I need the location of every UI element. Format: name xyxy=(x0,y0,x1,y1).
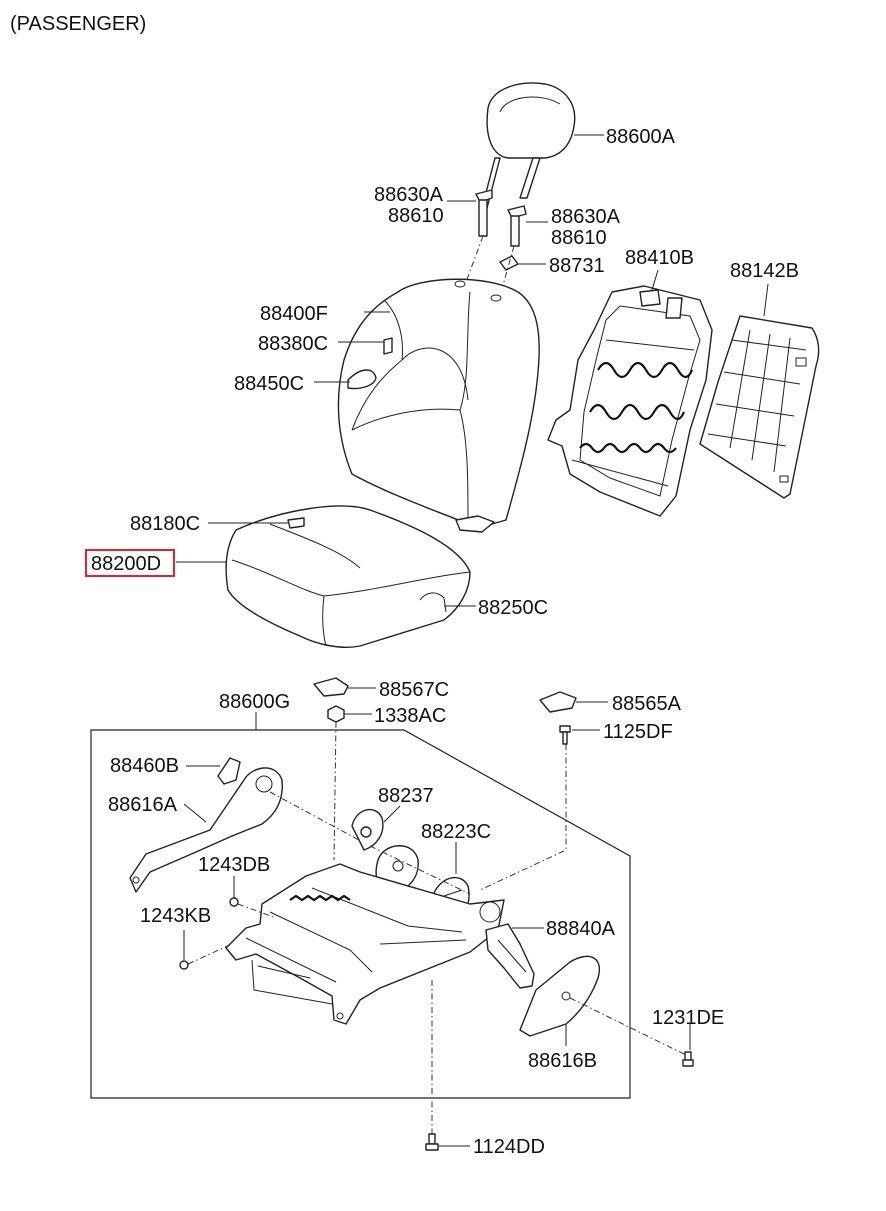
bolt-1243KB[interactable] xyxy=(179,960,189,970)
bolt-1125DF-axis xyxy=(479,744,567,891)
label-88460B[interactable]: 88460B xyxy=(110,755,179,777)
diagram-title: (PASSENGER) xyxy=(10,13,146,35)
label-88250C[interactable]: 88250C xyxy=(478,597,548,619)
label-1338AC[interactable]: 1338AC xyxy=(374,705,446,727)
label-88600G[interactable]: 88600G xyxy=(219,691,290,713)
label-88610-1[interactable]: 88610 xyxy=(388,205,444,227)
label-1243DB[interactable]: 1243DB xyxy=(198,854,270,876)
track-assembly-box-88600G xyxy=(90,729,631,1099)
seatback-cover-88400F[interactable] xyxy=(337,278,540,533)
headrest-guide-left[interactable] xyxy=(475,189,493,237)
leader-88616A xyxy=(183,803,207,823)
label-88567C[interactable]: 88567C xyxy=(379,679,449,701)
leader-88142B xyxy=(763,283,769,317)
bolt-1243KB-axis xyxy=(187,943,233,965)
label-88223C[interactable]: 88223C xyxy=(421,821,491,843)
seatback-clip-88380C[interactable] xyxy=(383,337,393,355)
leader-88410B xyxy=(651,269,659,291)
label-88610-2[interactable]: 88610 xyxy=(551,227,607,249)
label-88630A-2[interactable]: 88630A xyxy=(551,206,621,228)
cover-88616B-axis xyxy=(569,997,689,1057)
label-1124DD[interactable]: 1124DD xyxy=(473,1136,545,1158)
headrest-guide-right[interactable] xyxy=(499,205,527,271)
label-88565A[interactable]: 88565A xyxy=(612,693,682,715)
label-88400F[interactable]: 88400F xyxy=(260,303,328,325)
bolt-1124DD[interactable] xyxy=(425,1133,439,1151)
bolt-1243DB[interactable] xyxy=(229,897,239,907)
label-1243KB[interactable]: 1243KB xyxy=(140,905,211,927)
label-88616A[interactable]: 88616A xyxy=(108,794,178,816)
recliner-axis-left xyxy=(269,791,371,847)
back-board-88142B[interactable] xyxy=(699,315,820,499)
label-1125DF[interactable]: 1125DF xyxy=(603,721,673,743)
recliner-axis xyxy=(369,845,471,895)
highlight-88200D xyxy=(85,549,175,577)
label-88630A-1[interactable]: 88630A xyxy=(374,184,444,206)
bolt-1125DF[interactable] xyxy=(559,725,571,745)
cover-88565A[interactable] xyxy=(539,691,577,713)
seat-cushion-88250C[interactable] xyxy=(225,505,471,648)
label-88840A[interactable]: 88840A xyxy=(546,918,616,940)
label-88616B[interactable]: 88616B xyxy=(528,1050,597,1072)
cover-88567C[interactable] xyxy=(313,677,349,697)
cushion-clip-88180C[interactable] xyxy=(287,517,305,529)
headrest-88600A[interactable] xyxy=(481,82,576,209)
guide-line-left xyxy=(465,235,484,283)
nut-1338AC[interactable] xyxy=(327,705,345,723)
label-88410B[interactable]: 88410B xyxy=(625,247,694,269)
label-88237[interactable]: 88237 xyxy=(378,785,434,807)
seatback-pad-88450C[interactable] xyxy=(347,369,377,390)
height-adjuster-88840A[interactable] xyxy=(485,923,535,989)
recliner-88237[interactable] xyxy=(351,808,384,851)
label-88380C[interactable]: 88380C xyxy=(258,333,328,355)
label-1231DE[interactable]: 1231DE xyxy=(652,1007,724,1029)
label-88731[interactable]: 88731 xyxy=(549,255,605,277)
leader-88237 xyxy=(383,805,401,823)
label-88200D[interactable]: 88200D xyxy=(91,553,161,575)
label-88600A[interactable]: 88600A xyxy=(606,126,676,148)
seatback-frame-88410B[interactable] xyxy=(547,285,713,517)
side-cover-88616A[interactable] xyxy=(129,767,283,893)
lever-88460B[interactable] xyxy=(217,757,241,785)
side-cover-88616B[interactable] xyxy=(519,955,601,1037)
bolt-1231DE[interactable] xyxy=(682,1051,694,1067)
label-88180C[interactable]: 88180C xyxy=(130,513,200,535)
label-88450C[interactable]: 88450C xyxy=(234,373,304,395)
nut-axis-line xyxy=(333,721,337,861)
seat-track-frame[interactable] xyxy=(225,863,505,1025)
label-88142B[interactable]: 88142B xyxy=(730,260,799,282)
